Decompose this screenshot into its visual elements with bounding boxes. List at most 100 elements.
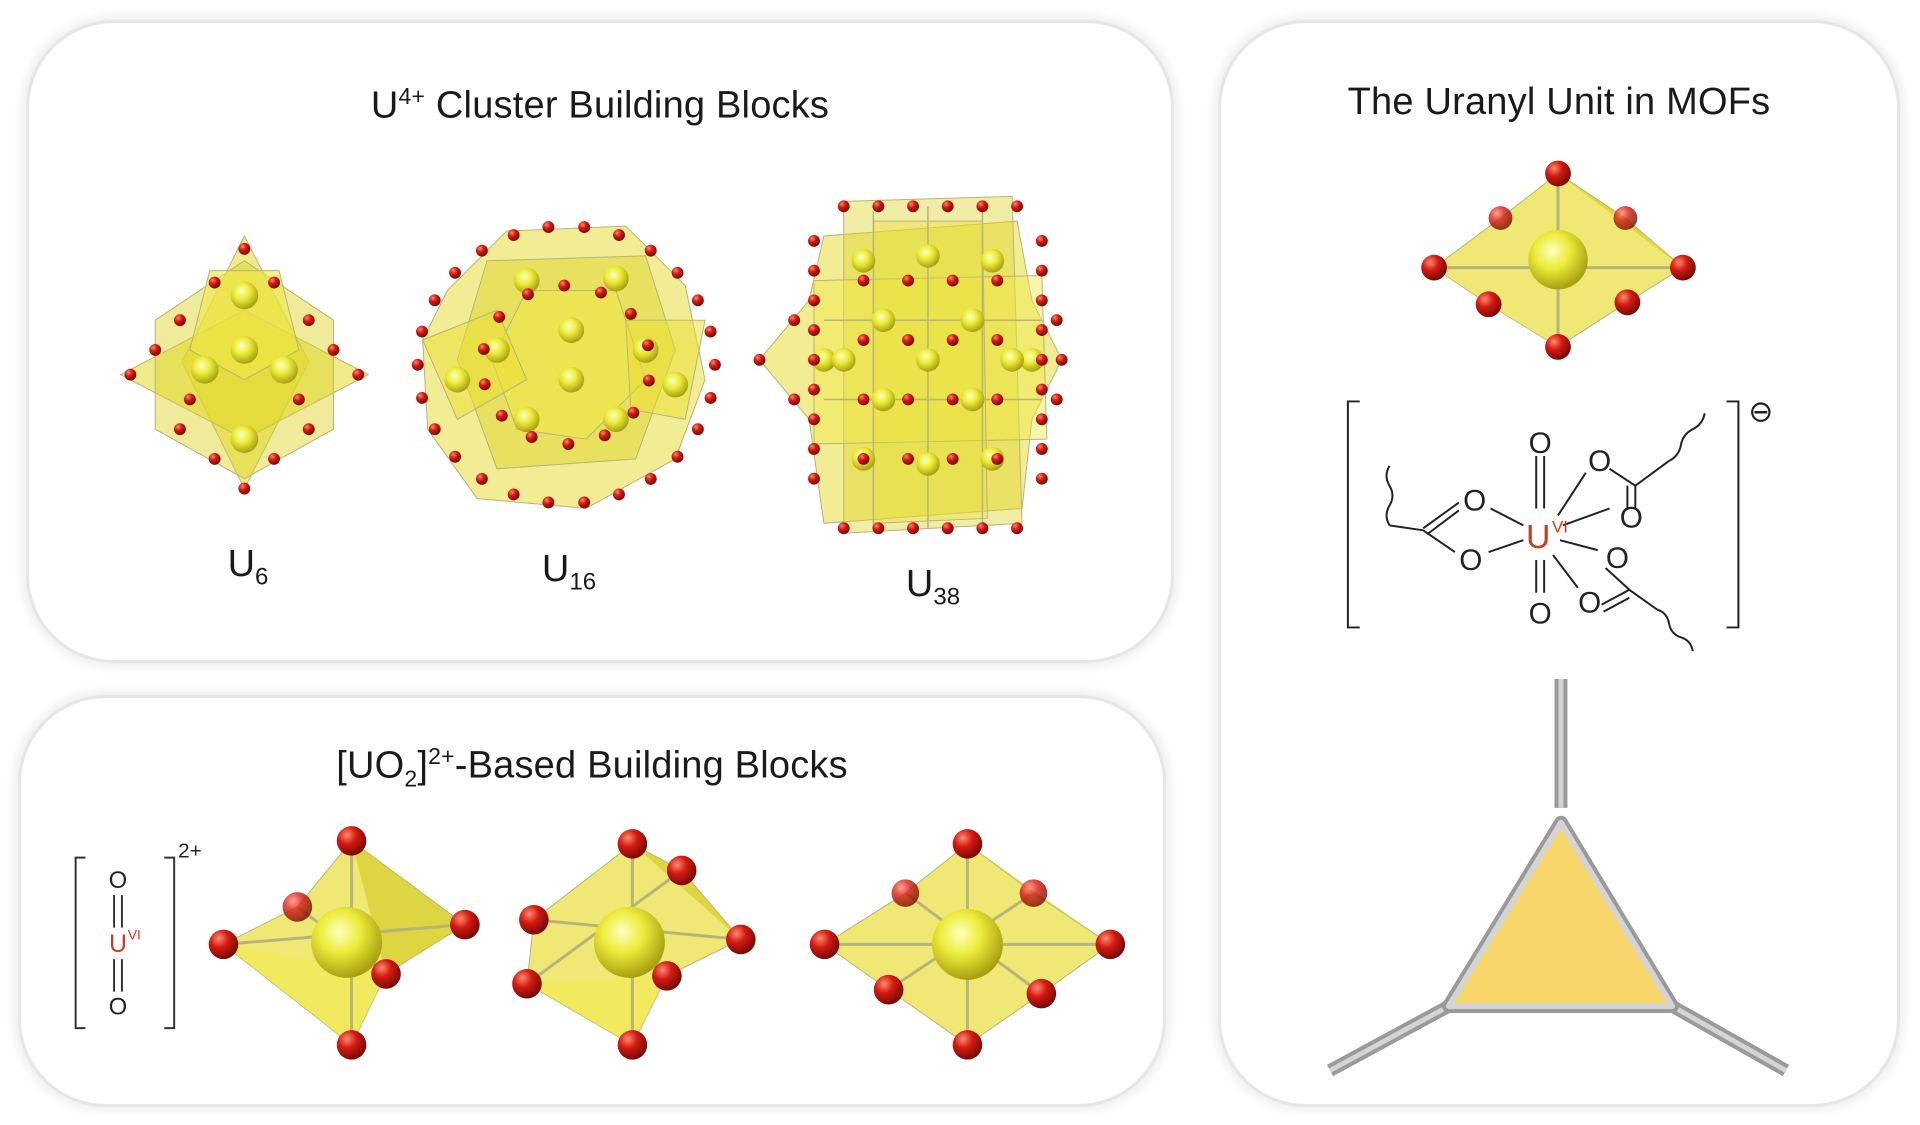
oxygen-atom: [475, 472, 488, 485]
oxygen-atom: [624, 307, 637, 320]
oxygen-atom: [644, 472, 657, 485]
uranium-atom: [602, 406, 629, 433]
oxygen-atom: [268, 452, 281, 465]
o-right-4: O: [1578, 587, 1601, 620]
cluster-label-u16: U16: [541, 548, 597, 596]
oxygen-atom: [991, 393, 1004, 406]
uranium-atom: [190, 355, 219, 384]
u38-cluster-model: [753, 195, 1068, 535]
oxygen-atom: [708, 358, 721, 371]
oxygen-atom: [495, 409, 508, 422]
oxygen-atom: [1050, 314, 1063, 327]
oxygen-atom: [902, 452, 915, 465]
oxygen-atom: [507, 229, 520, 242]
oxygen-atom: [478, 378, 491, 391]
uranium-center: U: [1526, 518, 1550, 556]
oxygen-atom: [174, 423, 186, 436]
oxygen-atom: [991, 334, 1004, 346]
oxygen-atom: [208, 452, 221, 465]
oxygen-atom: [411, 358, 424, 371]
oxygen-atom: [428, 423, 441, 436]
cluster-label-u38: U38: [905, 563, 961, 611]
oxygen-atom: [788, 393, 801, 406]
uranium-atom: [230, 336, 259, 364]
oxygen-atom: [449, 450, 462, 463]
uranium-atom: [1020, 347, 1044, 372]
uranyl-structure-labels: O O O O O O O O U VI ⊖: [1459, 395, 1773, 630]
oxygen-atom: [837, 200, 850, 213]
oxygen-atom: [946, 393, 959, 406]
oxygen-atom: [991, 274, 1004, 287]
oxygen-atom: [352, 368, 365, 381]
oxygen-atom: [1055, 353, 1068, 366]
oxygen-atom: [475, 244, 488, 257]
oxygen-atom: [238, 242, 251, 255]
oxygen-atom: [542, 221, 555, 234]
cluster-panel: U4+ Cluster Building Blocks: [26, 20, 1174, 663]
uranium-atom: [1000, 347, 1025, 372]
uranium-atom: [558, 317, 585, 343]
uranium-atom: [916, 347, 940, 372]
uranium-atom: [980, 248, 1005, 273]
oxygen-atom: [1035, 443, 1048, 455]
uranyl-tetragonal-bipyramid: [208, 826, 480, 1060]
oxygen-atom: [808, 443, 820, 455]
oxygen-atom: [641, 339, 654, 352]
oxygen-atom: [1011, 522, 1024, 535]
uranium-atom: [871, 387, 896, 412]
cluster-art: [119, 195, 1068, 535]
oxygen-atom: [857, 452, 870, 465]
uranyl-u: U: [109, 931, 127, 958]
oxygen-atom: [808, 294, 820, 307]
oxygen-atom: [976, 200, 989, 213]
oxygen-atom: [907, 522, 919, 535]
oxygen-atom: [808, 264, 820, 277]
uranyl-pentagonal-bipyramid: [512, 829, 756, 1060]
oxygen-atom: [691, 294, 704, 307]
uranium-atom: [513, 406, 540, 433]
oxygen-atom: [613, 229, 625, 242]
oxygen-atom: [292, 393, 305, 406]
uranium-atom: [812, 347, 836, 372]
oxygen-atom: [671, 266, 684, 279]
oxygen-atom: [238, 482, 251, 495]
oxygen-atom: [642, 374, 655, 387]
oxygen-atom: [124, 368, 137, 381]
uranyl-formula: O U VI O 2+: [74, 840, 202, 1030]
oxygen-atom: [837, 522, 850, 535]
oxygen-atom: [268, 276, 281, 289]
uranium-atom: [513, 267, 540, 294]
oxygen-atom: [946, 452, 959, 465]
oxygen-atom: [493, 310, 506, 323]
uranyl-tricarboxylate-structure: [1346, 400, 1740, 652]
oxygen-atom: [902, 393, 915, 406]
uranium-atom: [871, 308, 896, 333]
uranyl-panel-title: [UO2]2+-Based Building Blocks: [336, 743, 848, 792]
uranium-atom: [960, 387, 985, 412]
oxygen-atom: [521, 288, 534, 301]
triangular-node: [1326, 678, 1790, 1077]
oxygen-atom: [808, 324, 820, 337]
uranyl-u-oxidation: VI: [128, 927, 141, 942]
uranium-atom: [851, 248, 876, 273]
oxygen-atom: [578, 496, 591, 509]
oxygen-atom: [808, 353, 820, 366]
uranyl-panel: [UO2]2+-Based Building Blocks O U VI O 2…: [18, 695, 1166, 1107]
oxygen-atom: [946, 334, 959, 346]
o-right-2: O: [1620, 501, 1643, 534]
uranyl-charge: 2+: [178, 840, 202, 863]
oxygen-atom: [788, 314, 801, 327]
cluster-panel-title: U4+ Cluster Building Blocks: [370, 83, 830, 127]
uranium-atom: [916, 243, 940, 268]
oxygen-atom: [857, 393, 870, 406]
u16-cluster-model: [411, 221, 721, 509]
mof-panel-title: The Uranyl Unit in MOFs: [1347, 81, 1771, 123]
oxygen-atom: [327, 343, 340, 356]
oxygen-atom: [1035, 235, 1048, 247]
uranium-atom: [916, 451, 940, 476]
oxygen-atom: [595, 286, 607, 299]
oxygen-atom: [542, 496, 555, 509]
o-axial-top: O: [1529, 427, 1552, 460]
oxygen-atom: [507, 488, 520, 501]
oxygen-atom: [857, 334, 870, 346]
